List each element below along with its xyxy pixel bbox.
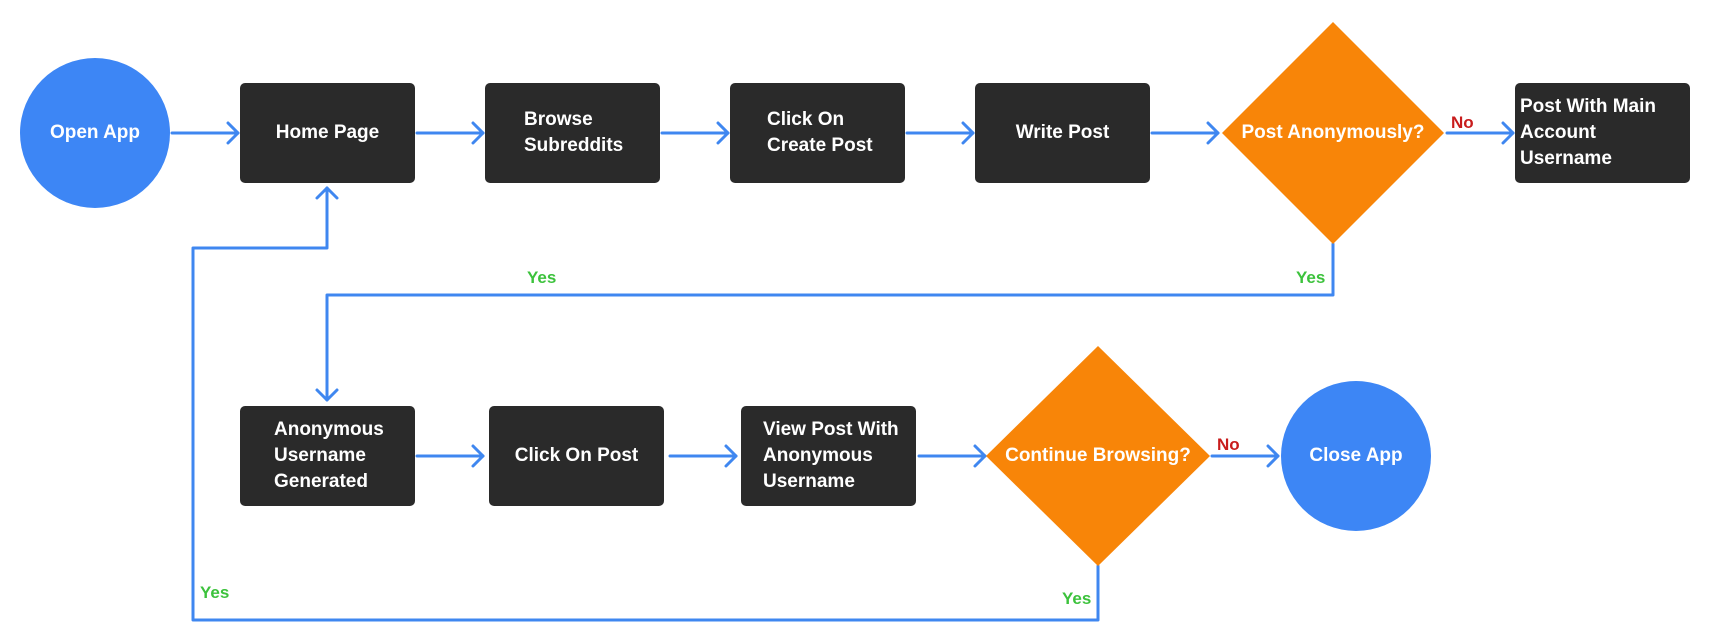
decision-continue-browsing: Continue Browsing? [986,436,1210,476]
arrowhead [716,121,730,145]
decision-post-anonymously-shape [1222,22,1444,244]
arrowhead [724,444,738,468]
browse-subreddits-line-1: Browse [524,109,593,130]
browse-subreddits-line-2: Subreddits [524,135,624,156]
home-page-label: Home Page [275,122,380,143]
arrowhead [1501,121,1515,145]
post-anonymously-label: Post Anonymously? [1241,122,1425,143]
edge-label-post-anonymously-yes-right: Yes [1296,268,1326,287]
write-post-label: Write Post [1015,122,1110,143]
arrowhead [226,121,240,145]
decision-post-anonymously: Post Anonymously? [1222,113,1444,153]
arrowhead [315,186,339,200]
main-account-line-2: Account Username [1520,122,1612,169]
edge-label-continue-browsing-yes: Yes [1062,589,1092,608]
create-post-line-1: Click On [767,109,845,130]
view-post-line-3: Username [763,471,855,492]
arrowhead [471,444,485,468]
edge-label-loop-back-yes: Yes [200,583,230,602]
process-browse-subreddits: Browse Subreddits [485,83,660,183]
process-write-post: Write Post [975,83,1150,183]
view-post-line-2: Anonymous [763,445,873,466]
decision-continue-browsing-shape [986,346,1210,566]
process-click-on-post: Click On Post [489,406,664,506]
anonymous-line-2: Username [274,445,366,466]
process-click-on-create-post: Click On Create Post [730,83,905,183]
edge-label-post-anonymously-yes-left: Yes [527,268,557,287]
arrowhead [961,121,975,145]
edge-continue-yes-to-home-page [191,186,1100,622]
arrowhead [1266,444,1280,468]
arrowhead [973,444,987,468]
anonymous-line-1: Anonymous [274,419,384,440]
main-account-line-1: Post With Main [1520,96,1656,117]
view-post-line-1: View Post With [763,419,899,440]
close-app-label: Close App [1309,445,1403,466]
arrowhead [1206,121,1220,145]
process-view-post-with-anonymous: View Post With Anonymous Username [741,406,916,506]
start-open-app: Open App [20,58,170,208]
arrowhead [471,121,485,145]
edge-label-post-anonymously-no: No [1451,113,1474,132]
edge-label-continue-browsing-no: No [1217,435,1240,454]
open-app-label: Open App [49,122,141,143]
process-home-page: Home Page [240,83,415,183]
arrowhead [315,388,339,402]
continue-browsing-label: Continue Browsing? [1005,445,1191,466]
click-on-post-label: Click On Post [514,445,639,466]
anonymous-line-3: Generated [274,471,368,492]
end-close-app: Close App [1281,381,1431,531]
process-anonymous-username-generated: Anonymous Username Generated [240,406,415,506]
process-post-with-main-account: Post With Main Account Username [1515,83,1690,183]
edge-decision-yes-to-anonymous [325,242,1335,402]
create-post-line-2: Create Post [767,135,873,156]
